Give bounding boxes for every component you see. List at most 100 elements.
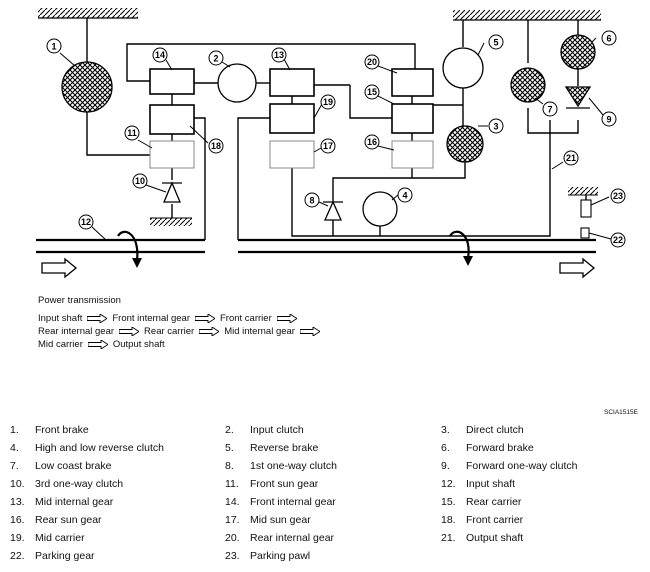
flow-step: Rear internal gear — [38, 326, 115, 337]
callout-16: 16 — [364, 134, 380, 150]
callout-13: 13 — [271, 47, 287, 63]
ground-hatch-23 — [568, 187, 598, 196]
flow-step: Front internal gear — [112, 313, 190, 324]
mid-carrier-box — [269, 103, 315, 134]
mid-sun-gear-box — [269, 140, 315, 169]
svg-text:19: 19 — [323, 97, 333, 107]
callout-1: 1 — [46, 38, 62, 54]
flow-step: Mid carrier — [38, 339, 83, 350]
direct-clutch-circle — [446, 125, 484, 163]
callout-12: 12 — [78, 214, 94, 230]
callout-18: 18 — [208, 138, 224, 154]
power-transmission-title: Power transmission — [38, 295, 121, 306]
front-internal-gear-box — [149, 68, 195, 95]
3rd-one-way-clutch-symbol — [162, 181, 182, 203]
callout-14: 14 — [152, 47, 168, 63]
flow-arrow-icon — [299, 327, 320, 336]
input-shaft — [36, 238, 205, 254]
svg-text:1: 1 — [51, 42, 56, 52]
power-row-2: Rear internal gear Rear carrier Mid inte… — [38, 325, 325, 338]
input-clutch-circle — [217, 63, 257, 103]
svg-text:17: 17 — [323, 141, 333, 151]
svg-text:13: 13 — [274, 50, 284, 60]
rear-internal-gear-box — [391, 68, 434, 97]
svg-text:4: 4 — [402, 191, 407, 201]
front-sun-gear-box — [149, 140, 195, 169]
flow-arrow-icon — [119, 327, 140, 336]
svg-text:10: 10 — [135, 176, 145, 186]
svg-text:14: 14 — [155, 50, 165, 60]
callout-9: 9 — [601, 111, 617, 127]
svg-text:8: 8 — [309, 196, 314, 206]
flow-arrow-in-icon — [41, 257, 78, 279]
housing-ground-right — [453, 10, 601, 21]
flow-step: Front carrier — [220, 313, 272, 324]
rear-carrier-box — [391, 103, 434, 134]
flow-arrow-icon — [87, 314, 108, 323]
low-coast-brake-circle — [510, 67, 546, 103]
high-low-reverse-clutch-circle — [362, 191, 398, 227]
rotation-arrow-output-icon — [449, 230, 473, 266]
callout-21: 21 — [563, 150, 579, 166]
flow-step: Input shaft — [38, 313, 83, 324]
svg-text:2: 2 — [213, 54, 218, 64]
figure-code: SCIA1515E — [604, 409, 638, 416]
svg-text:20: 20 — [367, 57, 377, 67]
callout-10: 10 — [132, 173, 148, 189]
reverse-brake-circle — [442, 47, 484, 89]
svg-text:5: 5 — [493, 38, 498, 48]
svg-text:23: 23 — [613, 191, 623, 201]
flow-arrow-icon — [195, 314, 215, 323]
flow-arrow-icon — [199, 327, 220, 336]
svg-text:21: 21 — [566, 153, 576, 163]
output-shaft — [238, 238, 596, 254]
front-carrier-box — [149, 104, 195, 135]
svg-text:16: 16 — [367, 137, 377, 147]
svg-text:3: 3 — [493, 122, 498, 132]
callout-7: 7 — [542, 101, 558, 117]
callout-17: 17 — [320, 138, 336, 154]
powertrain-schematic: 1 2 3 4 5 6 7 8 9 10 11 12 13 14 15 16 1… — [36, 8, 626, 279]
power-transmission: Power transmission Input shaft Front int… — [38, 295, 325, 351]
parking-pawl-block — [580, 199, 592, 218]
callout-4: 4 — [397, 187, 413, 203]
flow-arrow-icon — [87, 340, 108, 349]
callout-8: 8 — [304, 192, 320, 208]
flow-arrow-out-icon — [559, 257, 596, 279]
connection-lines — [86, 18, 587, 240]
callout-11: 11 — [124, 125, 140, 141]
svg-text:22: 22 — [613, 235, 623, 245]
callout-3: 3 — [488, 118, 504, 134]
forward-one-way-clutch-symbol — [564, 86, 592, 109]
flow-step: Output shaft — [112, 339, 165, 350]
leader-lines — [59, 37, 612, 241]
callout-6: 6 — [601, 30, 617, 46]
callout-20: 20 — [364, 54, 380, 70]
parking-gear-block — [580, 227, 590, 239]
svg-text:7: 7 — [547, 105, 552, 115]
callout-19: 19 — [320, 94, 336, 110]
rotation-arrow-input-icon — [117, 230, 142, 268]
callout-23: 23 — [610, 188, 626, 204]
callout-22: 22 — [610, 232, 626, 248]
power-row-1: Input shaft Front internal gear Front ca… — [38, 312, 325, 325]
svg-text:11: 11 — [127, 128, 137, 138]
svg-text:12: 12 — [81, 217, 91, 227]
ground-hatch-10 — [150, 217, 192, 226]
housing-ground-left — [38, 8, 138, 19]
svg-text:15: 15 — [367, 87, 377, 97]
svg-text:6: 6 — [606, 34, 611, 44]
front-brake-circle — [61, 61, 113, 113]
flow-step: Rear carrier — [144, 326, 195, 337]
forward-brake-circle — [560, 34, 596, 70]
power-row-3: Mid carrier Output shaft — [38, 338, 325, 351]
1st-one-way-clutch-symbol — [323, 200, 343, 221]
callout-2: 2 — [208, 50, 224, 66]
svg-text:9: 9 — [606, 115, 611, 125]
flow-step: Mid internal gear — [224, 326, 295, 337]
svg-text:18: 18 — [211, 141, 221, 151]
mid-internal-gear-box — [269, 68, 315, 97]
flow-arrow-icon — [276, 314, 297, 323]
callout-15: 15 — [364, 84, 380, 100]
rear-sun-gear-box — [391, 140, 434, 169]
